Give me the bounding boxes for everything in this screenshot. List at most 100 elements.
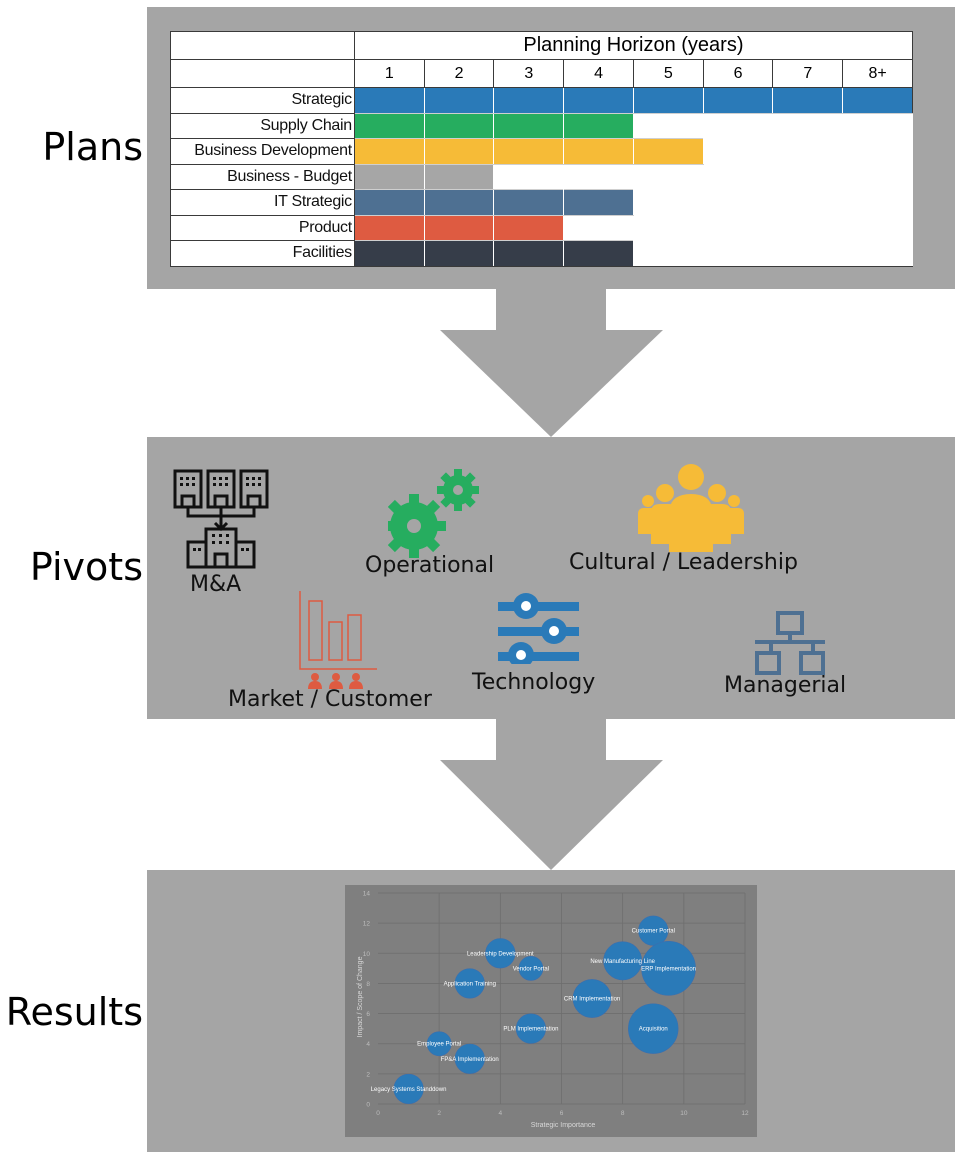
plan-empty-cell bbox=[843, 113, 913, 139]
plan-empty-cell bbox=[564, 164, 634, 190]
bubble bbox=[641, 941, 696, 996]
year-header-7: 7 bbox=[772, 59, 844, 88]
plan-row-label: Business - Budget bbox=[170, 163, 355, 190]
year-header-6: 6 bbox=[702, 59, 774, 88]
plan-empty-cell bbox=[703, 139, 773, 165]
plan-bar-segment bbox=[842, 87, 913, 114]
pivots-section-label: Pivots bbox=[29, 545, 143, 589]
x-tick-label: 6 bbox=[560, 1110, 564, 1117]
bubble-label: Leadership Development bbox=[467, 951, 534, 957]
plan-row: Strategic bbox=[170, 87, 913, 114]
bubble bbox=[518, 955, 544, 981]
pivot-label-market-customer: Market / Customer bbox=[228, 687, 432, 712]
plan-bar-segment bbox=[423, 214, 495, 241]
merger-buildings-icon bbox=[173, 469, 269, 569]
bubble bbox=[454, 1043, 485, 1074]
bubble bbox=[638, 915, 669, 946]
bubble-label: FP&A Implementation bbox=[441, 1057, 499, 1063]
year-header-3: 3 bbox=[493, 59, 565, 88]
y-tick-label: 12 bbox=[363, 921, 371, 928]
plan-bar-segment bbox=[563, 112, 634, 139]
plan-row: Business - Budget bbox=[170, 163, 913, 190]
plan-empty-cell bbox=[633, 240, 704, 267]
plan-empty-cell bbox=[703, 164, 773, 190]
year-header-4: 4 bbox=[563, 59, 634, 88]
plan-row: Product bbox=[170, 214, 913, 241]
people-group-icon bbox=[638, 464, 744, 552]
y-tick-label: 6 bbox=[366, 1011, 370, 1018]
bubble-label: New Manufacturing Line bbox=[590, 959, 655, 965]
pivot-label-operational: Operational bbox=[365, 553, 495, 578]
plan-row: Supply Chain bbox=[170, 112, 913, 139]
plan-bar-segment bbox=[353, 112, 425, 139]
bubble bbox=[454, 968, 485, 999]
y-tick-label: 0 bbox=[366, 1102, 370, 1109]
planning-horizon-title: Planning Horizon (years) bbox=[353, 31, 914, 60]
plan-bar-segment bbox=[423, 87, 495, 114]
plan-empty-cell bbox=[633, 164, 703, 190]
plan-bar-segment bbox=[632, 138, 704, 165]
y-tick-label: 4 bbox=[366, 1041, 370, 1048]
year-header-2: 2 bbox=[423, 59, 495, 88]
plan-empty-cell bbox=[773, 113, 843, 139]
bubble bbox=[628, 1003, 679, 1054]
bubble-label: PLM Implementation bbox=[503, 1027, 558, 1033]
bubble-label: Customer Portal bbox=[632, 929, 675, 935]
x-tick-label: 4 bbox=[499, 1110, 503, 1117]
y-tick-label: 10 bbox=[363, 951, 371, 958]
bubble-label: Application Training bbox=[444, 981, 496, 987]
plan-bar-segment bbox=[632, 87, 704, 114]
plan-bar-segment bbox=[353, 87, 425, 114]
bubble-label: Employee Portal bbox=[417, 1042, 461, 1048]
plan-bar-segment bbox=[423, 112, 495, 139]
plan-bar-segment bbox=[563, 138, 634, 165]
plan-bar-segment bbox=[423, 163, 495, 190]
plan-row-label: Business Development bbox=[170, 138, 355, 165]
bubble bbox=[485, 938, 516, 969]
plan-empty-cell bbox=[703, 215, 773, 241]
down-arrow-pivots-to-results bbox=[440, 718, 663, 870]
plan-bar-segment bbox=[353, 138, 425, 165]
bubble-label: CRM Implementation bbox=[564, 997, 620, 1003]
results-section-label: Results bbox=[5, 990, 143, 1034]
y-tick-label: 2 bbox=[366, 1071, 370, 1078]
x-tick-label: 0 bbox=[376, 1110, 380, 1117]
plan-bar-segment bbox=[493, 214, 565, 241]
plan-bar-segment bbox=[493, 112, 565, 139]
plan-empty-cell bbox=[773, 139, 843, 165]
bubble bbox=[515, 1013, 547, 1044]
plan-bar-segment bbox=[563, 87, 634, 114]
x-tick-label: 10 bbox=[680, 1110, 688, 1117]
plan-row: Business Development bbox=[170, 138, 913, 165]
plan-row-label: Supply Chain bbox=[170, 112, 355, 139]
x-tick-label: 8 bbox=[621, 1110, 625, 1117]
year-header-1: 1 bbox=[353, 59, 425, 88]
plan-bar-segment bbox=[702, 87, 774, 114]
y-axis-title: Impact / Scope of Change bbox=[357, 956, 364, 1037]
plan-bar-segment bbox=[353, 240, 425, 267]
sliders-icon bbox=[498, 593, 579, 664]
pivot-label-managerial: Managerial bbox=[724, 673, 847, 698]
plan-empty-cell bbox=[773, 164, 843, 190]
bubble-label: Legacy Systems Standdown bbox=[371, 1087, 447, 1093]
plan-empty-cell bbox=[773, 190, 843, 216]
plan-empty-cell bbox=[564, 215, 634, 241]
plan-bar-segment bbox=[493, 138, 565, 165]
bubble bbox=[603, 941, 643, 981]
plan-empty-cell bbox=[772, 240, 843, 267]
plan-bar-segment bbox=[423, 138, 495, 165]
bar-chart-customers-icon bbox=[299, 591, 377, 689]
bubble-label: Acquisition bbox=[639, 1027, 668, 1033]
plan-empty-cell bbox=[494, 164, 564, 190]
plan-row-label: Facilities bbox=[170, 240, 355, 267]
plan-bar-segment bbox=[563, 189, 634, 216]
plan-empty-cell bbox=[633, 113, 703, 139]
plan-empty-cell bbox=[703, 190, 773, 216]
plan-empty-cell bbox=[843, 215, 913, 241]
x-tick-label: 2 bbox=[437, 1110, 441, 1117]
plan-bar-segment bbox=[563, 240, 634, 267]
plan-bar-segment bbox=[423, 189, 495, 216]
plan-bar-segment bbox=[772, 87, 844, 114]
